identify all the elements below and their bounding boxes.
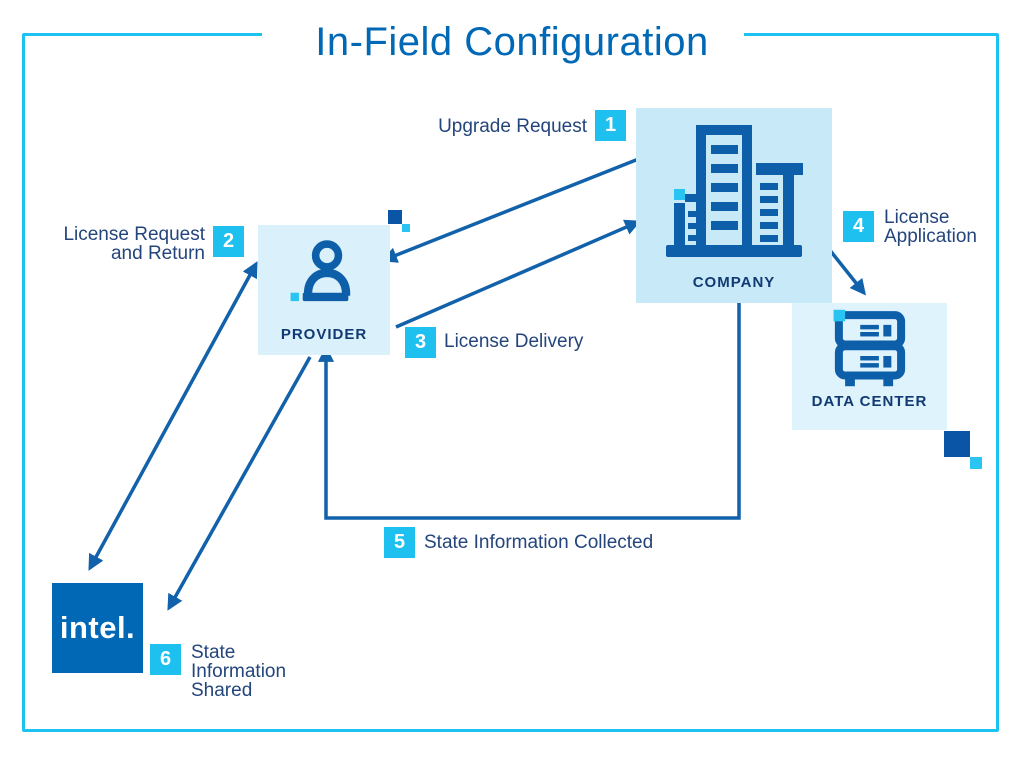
datacenter-label: DATA CENTER	[811, 393, 928, 410]
step-label-license-application: License Application	[884, 207, 977, 247]
datacenter-box: DATA CENTER	[792, 303, 947, 430]
decor-square-dark-datacenter	[944, 431, 970, 457]
step-badge-5: 5	[384, 527, 415, 558]
step-label-upgrade-request: Upgrade Request	[438, 116, 587, 137]
provider-box: PROVIDER	[258, 225, 390, 355]
step-badge-4: 4	[843, 211, 874, 242]
decor-square-cyan-provider	[402, 224, 410, 232]
step-number: 5	[393, 531, 406, 553]
company-box: COMPANY	[636, 108, 832, 303]
provider-person-icon	[258, 225, 390, 326]
datacenter-server-icon	[792, 303, 947, 393]
step-label-license-delivery: License Delivery	[444, 331, 584, 352]
step-number: 6	[159, 648, 172, 670]
company-accent-square	[674, 189, 685, 200]
step-badge-2: 2	[213, 226, 244, 257]
step-label-license-request-return: License Request and Return	[63, 224, 205, 264]
intel-logo-text: intel.	[59, 610, 136, 645]
decor-square-cyan-datacenter	[970, 457, 982, 469]
diagram-title: In-Field Configuration	[315, 20, 709, 64]
decor-square-dark-provider	[388, 210, 402, 224]
step-number: 3	[414, 331, 427, 353]
provider-accent-square	[290, 292, 299, 301]
intel-logo: intel.	[52, 583, 143, 673]
step-badge-1: 1	[595, 110, 626, 141]
step-number: 1	[604, 114, 617, 136]
company-building-icon	[636, 108, 832, 274]
border-title-gap	[262, 28, 744, 40]
step-label-state-information-shared: State Information Shared	[191, 642, 287, 701]
step-label-state-information-collected: State Information Collected	[424, 532, 654, 553]
step-number: 4	[852, 215, 865, 237]
provider-label: PROVIDER	[280, 326, 368, 343]
step-badge-6: 6	[150, 644, 181, 675]
datacenter-accent-square	[833, 309, 845, 322]
step-number: 2	[222, 230, 235, 252]
step-badge-3: 3	[405, 327, 436, 358]
company-label: COMPANY	[692, 274, 776, 291]
